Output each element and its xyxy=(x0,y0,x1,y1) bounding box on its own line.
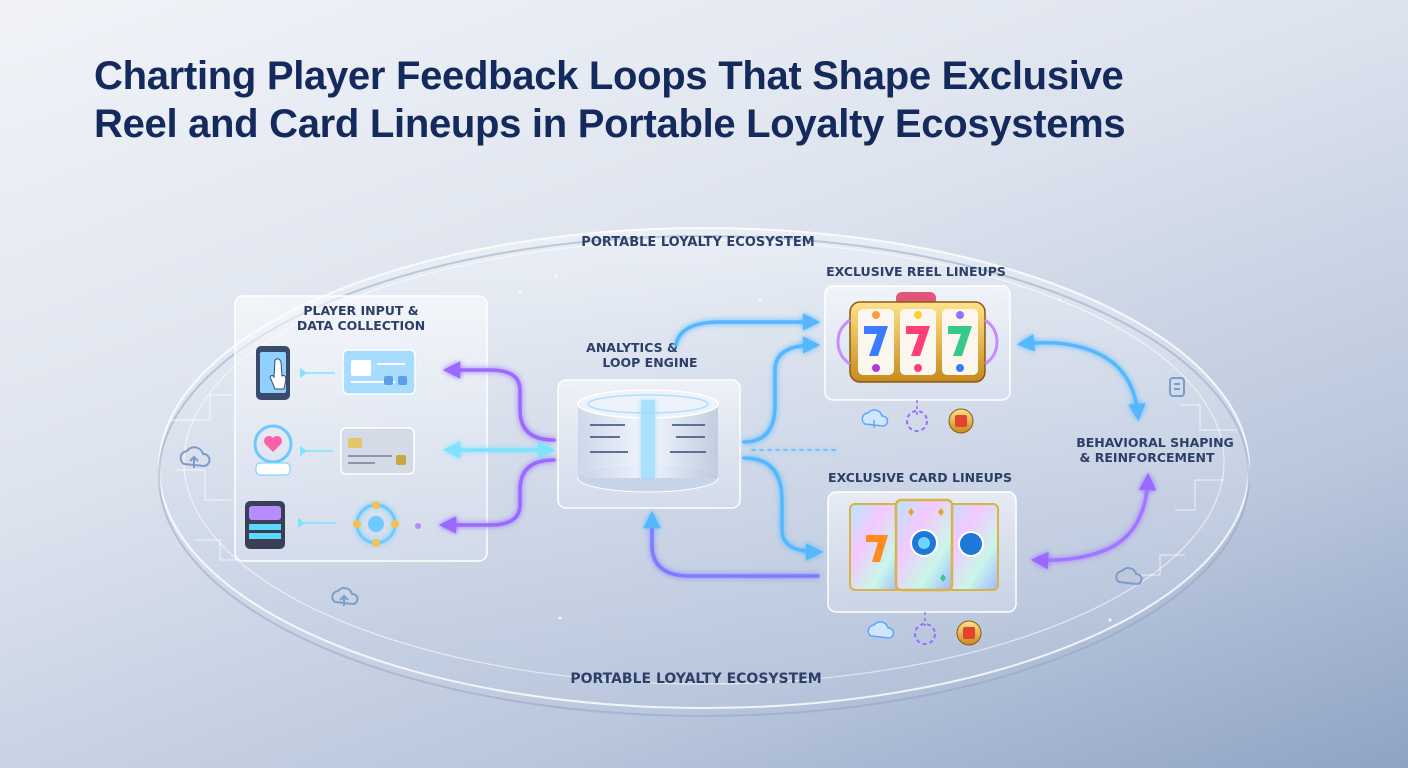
input-panel-title-line-2: DATA COLLECTION xyxy=(297,318,425,333)
connector-arrow xyxy=(298,518,305,528)
behavior-loop xyxy=(1016,334,1157,570)
flow-reel-to-behavior xyxy=(1016,334,1146,422)
flow-engine-to-input-bottom xyxy=(438,458,556,534)
behavior-title-line-2: & REINFORCEMENT xyxy=(1080,450,1215,465)
chip-icon xyxy=(1169,377,1185,397)
reel-target-icon xyxy=(906,410,928,432)
title-line-1: Charting Player Feedback Loops That Shap… xyxy=(94,54,1124,98)
ecosystem-top-label: PORTABLE LOYALTY ECOSYSTEM xyxy=(581,235,814,250)
reel-title: EXCLUSIVE REEL LINEUPS xyxy=(826,264,1006,279)
input-engine-flows xyxy=(438,361,556,534)
engine-title-line-2: LOOP ENGINE xyxy=(602,355,697,370)
connector-arrow xyxy=(300,368,307,378)
credit-card-icon xyxy=(340,427,415,475)
heart-avatar-icon xyxy=(253,424,293,476)
slot-machine-icon xyxy=(836,292,999,383)
behavior-title-line-1: BEHAVIORAL SHAPING xyxy=(1076,435,1234,450)
circuit-traces xyxy=(170,394,1238,576)
page-title: Charting Player Feedback Loops That Shap… xyxy=(94,52,1334,148)
signal-dot xyxy=(415,523,421,529)
cloud-upload-icon xyxy=(331,587,359,606)
data-cylinder-icon xyxy=(577,389,719,493)
reel-badge-icon xyxy=(948,408,974,434)
flow-engine-to-reel-top xyxy=(674,313,821,347)
smartphone-touch-icon xyxy=(256,346,290,400)
player-input-panel: PLAYER INPUT & DATA COLLECTION xyxy=(234,295,488,562)
id-card-icon xyxy=(342,349,416,395)
cloud-icon xyxy=(179,446,211,468)
scanner-ring-icon xyxy=(353,501,399,547)
card-badge-icon xyxy=(956,620,982,646)
engine-title-line-1: ANALYTICS & xyxy=(586,340,678,355)
card-lineup-panel: EXCLUSIVE CARD LINEUPS xyxy=(827,470,1017,646)
flow-engine-to-reel xyxy=(742,336,821,444)
ecosystem-disc-edge xyxy=(158,235,1250,717)
loyalty-token-icon xyxy=(245,501,285,549)
engine-lineup-flows xyxy=(643,313,836,578)
reel-cloud-icon xyxy=(861,409,889,428)
card-target-icon xyxy=(914,623,936,645)
title-line-2: Reel and Card Lineups in Portable Loyalt… xyxy=(94,102,1126,146)
card-title: EXCLUSIVE CARD LINEUPS xyxy=(828,470,1012,485)
flow-engine-to-input-top xyxy=(442,361,556,442)
connector-arrow xyxy=(300,446,307,456)
input-panel-title-line-1: PLAYER INPUT & xyxy=(303,303,418,318)
sparkle-dots xyxy=(518,274,1112,622)
trading-cards-icon xyxy=(849,498,999,592)
ecosystem-bottom-label: PORTABLE LOYALTY ECOSYSTEM xyxy=(570,671,821,687)
flow-engine-to-card xyxy=(742,456,824,561)
flow-behavior-to-card xyxy=(1030,472,1157,570)
ecosystem-inner-ring xyxy=(183,239,1225,685)
flow-card-to-engine-loop xyxy=(643,510,820,578)
reel-lineup-panel: EXCLUSIVE REEL LINEUPS xyxy=(824,264,1011,434)
analytics-engine-panel: ANALYTICS & LOOP ENGINE xyxy=(557,340,741,509)
card-cloud-icon xyxy=(867,621,895,639)
